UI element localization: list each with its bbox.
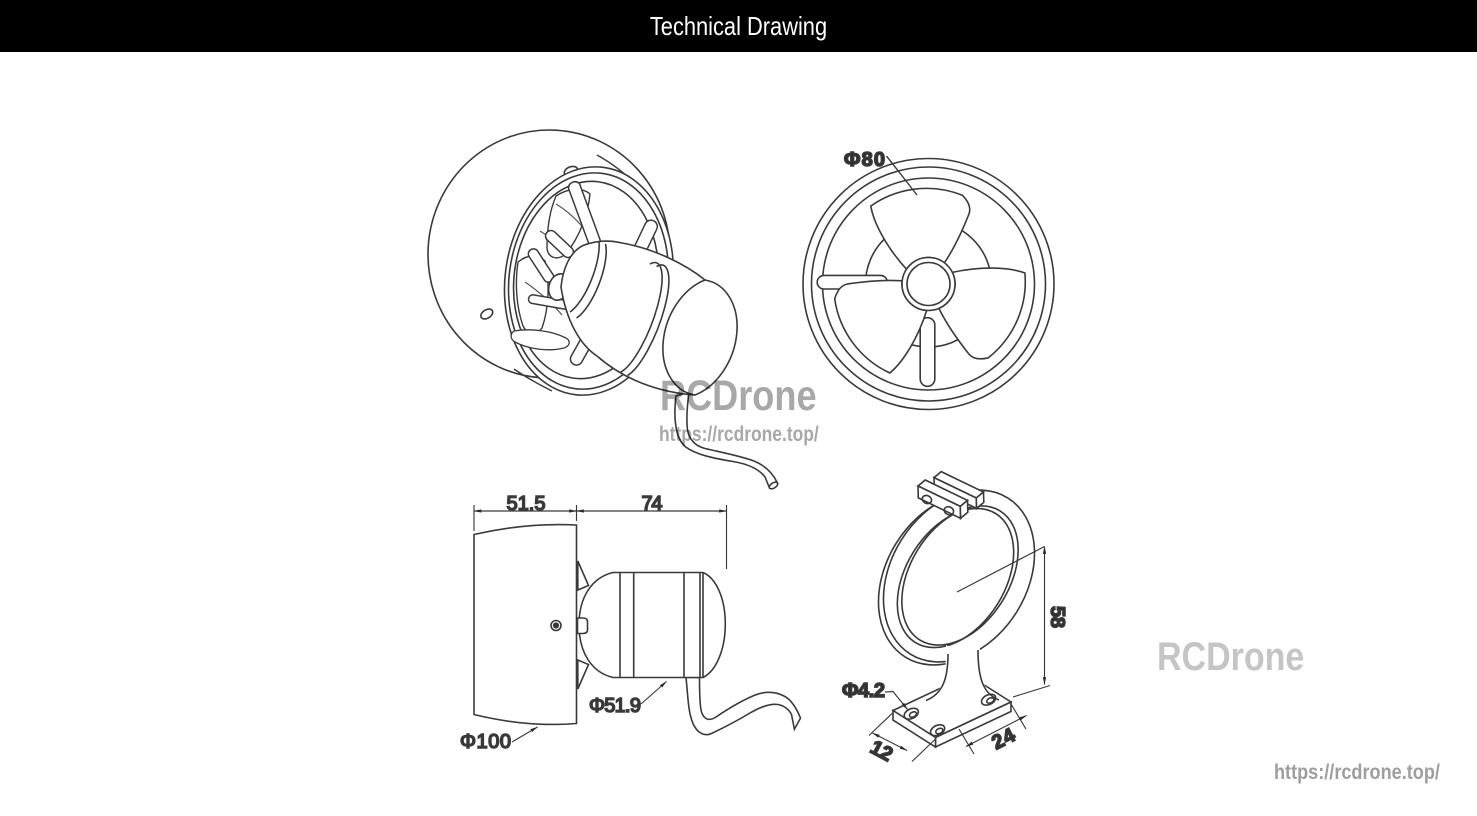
svg-text:Φ51.9: Φ51.9 [589, 695, 641, 717]
svg-text:74: 74 [642, 493, 663, 515]
svg-text:Φ80: Φ80 [844, 149, 885, 171]
svg-text:58: 58 [1046, 606, 1068, 628]
svg-text:24: 24 [988, 724, 1019, 754]
svg-text:Φ4.2: Φ4.2 [842, 680, 885, 702]
svg-text:12: 12 [866, 736, 896, 766]
svg-text:51.5: 51.5 [507, 493, 546, 515]
svg-text:Φ100: Φ100 [460, 731, 511, 753]
